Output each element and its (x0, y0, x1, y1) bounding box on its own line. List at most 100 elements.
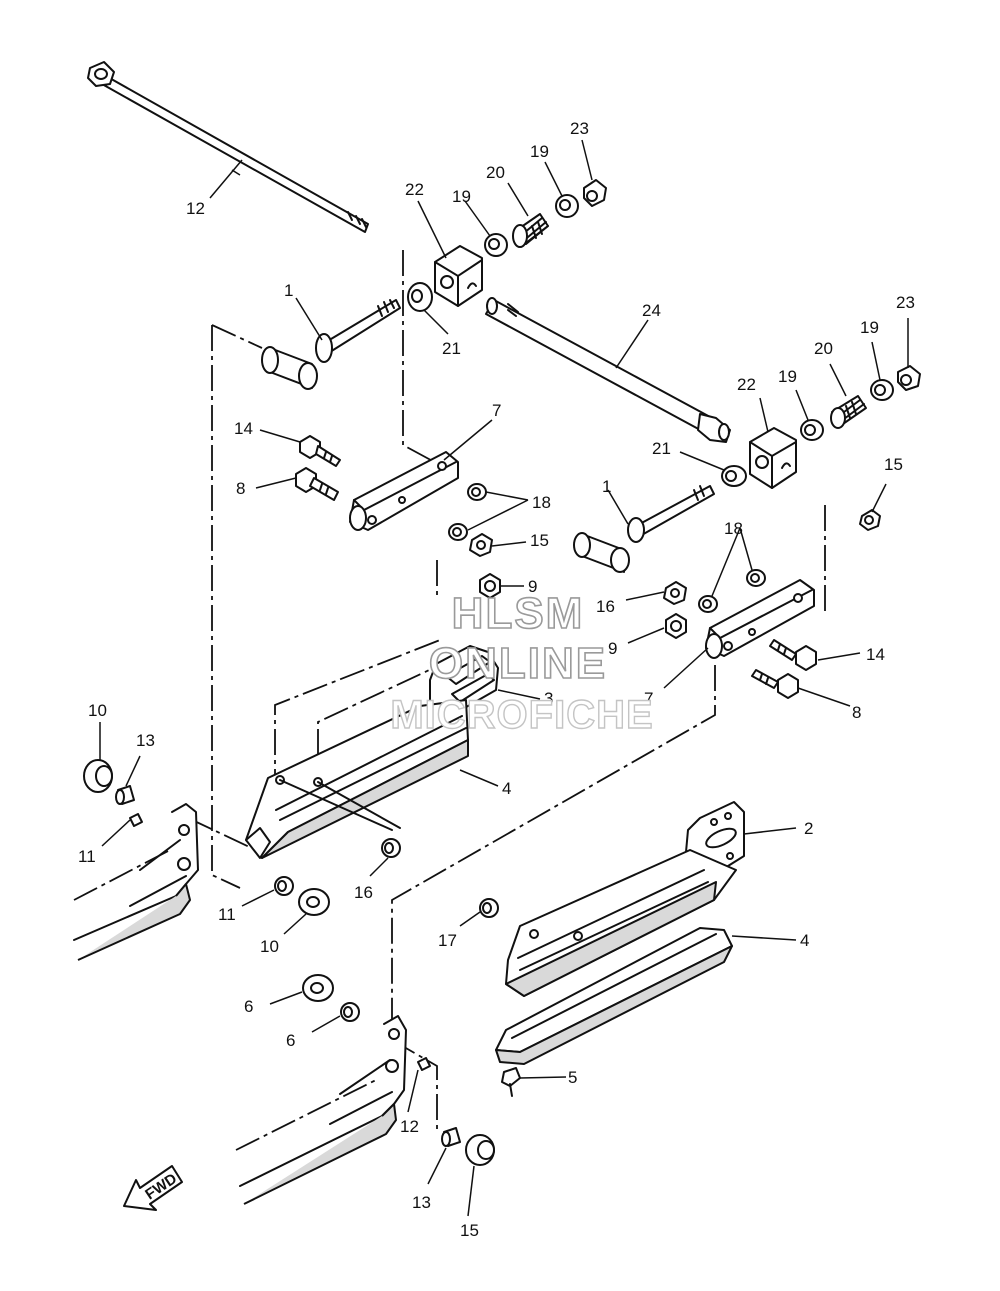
block-22-right (749, 427, 797, 489)
collar-11-right (340, 1002, 360, 1022)
nut-23-upper (583, 179, 607, 207)
link-6-right (705, 579, 815, 659)
callout-18-left: 18 (532, 493, 551, 512)
nut-8-right (665, 613, 687, 639)
rail-4-lower (495, 927, 733, 1065)
block-22-upper (434, 245, 483, 307)
frame-right (235, 1015, 407, 1205)
callout-7-right: 8 (852, 703, 861, 722)
callout-23-right: 23 (896, 293, 915, 312)
callout-21-right: 21 (652, 439, 671, 458)
callout-22-right: 22 (737, 375, 756, 394)
nut-15-right (663, 581, 687, 605)
pin-13-right (441, 1127, 461, 1147)
screw-5 (501, 1067, 521, 1097)
bolt-1-right (573, 485, 715, 573)
callout-10-left: 10 (260, 937, 279, 956)
callout-8-right: 9 (608, 639, 617, 658)
callout-9-right: 15 (460, 1221, 479, 1240)
nut-8-left (479, 573, 501, 599)
bushing-18-right-a (698, 595, 718, 613)
rail-2-body (505, 849, 737, 997)
callout-7-left: 8 (236, 479, 245, 498)
callout-14-left: 14 (234, 419, 253, 438)
shaft-24 (485, 297, 731, 443)
callout-19-right-b: 19 (860, 318, 879, 337)
callout-13-right: 13 (412, 1193, 431, 1212)
link-6-left (349, 451, 459, 531)
collar-16-lower (479, 898, 499, 918)
nut-15-left (469, 533, 493, 557)
bushing-18-left-a (467, 483, 487, 501)
collar-9-right (465, 1134, 495, 1166)
bushing-18-right-b (746, 569, 766, 587)
callout-labels: 12 22 19 20 19 23 21 1 24 22 19 20 19 23… (78, 119, 915, 1240)
callout-8-left: 9 (528, 577, 537, 596)
callout-18-right: 18 (724, 519, 743, 538)
callout-22-upper: 22 (405, 180, 424, 199)
spring-20-upper (512, 213, 549, 248)
callout-6-left: 7 (492, 401, 501, 420)
callout-15-left: 15 (530, 531, 549, 550)
washer-19-upper-b (555, 194, 579, 218)
callout-23-upper: 23 (570, 119, 589, 138)
callout-10-right: 6 (244, 997, 253, 1016)
bolt-7-right (751, 669, 799, 699)
leader-lines (99, 139, 909, 1217)
callout-6-right: 7 (644, 689, 653, 708)
watermark-line-3: MICROFICHE (390, 693, 653, 737)
washer-19-upper-a (484, 233, 508, 257)
collar-16-upper (381, 838, 401, 858)
watermark-line-2: ONLINE (429, 639, 607, 688)
callout-15-right: 16 (596, 597, 615, 616)
callout-16-lower: 17 (438, 931, 457, 950)
callout-21-upper: 21 (442, 339, 461, 358)
bolt-1-left (261, 299, 401, 390)
callout-5: 5 (568, 1068, 577, 1087)
bolt-7-left (295, 467, 339, 501)
callout-2: 2 (804, 819, 813, 838)
callout-4-upper: 4 (502, 779, 511, 798)
bolt-14-right (769, 639, 817, 671)
collar-11-left (274, 876, 294, 896)
callout-17: 12 (186, 199, 205, 218)
washer-19-right-a (800, 419, 824, 441)
nut-23-right (897, 365, 921, 391)
callout-11-right: 6 (286, 1031, 295, 1050)
callout-24: 24 (642, 301, 661, 320)
washer-10-right (302, 974, 334, 1002)
callout-19-upper-b: 19 (530, 142, 549, 161)
collar-21-right (721, 465, 747, 487)
spring-20-right (830, 395, 867, 429)
callout-20-upper: 20 (486, 163, 505, 182)
rail-4-upper (245, 699, 469, 859)
callout-9-left: 10 (88, 701, 107, 720)
washer-19-right-b (870, 379, 894, 401)
washer-10-left (298, 888, 330, 916)
nut-15-right-top (859, 509, 881, 531)
rod-17 (87, 61, 369, 233)
callout-12-left: 11 (78, 847, 96, 866)
callout-14-right: 14 (866, 645, 885, 664)
assembly-guide-lines (187, 250, 826, 1130)
callout-13-left: 13 (136, 731, 155, 750)
bushing-18-left-b (448, 523, 468, 541)
pin-13-left (115, 785, 135, 805)
pin-12-right (417, 1057, 431, 1071)
callout-20-right: 20 (814, 339, 833, 358)
collar-9-left (83, 759, 113, 793)
bolt-14-left (299, 435, 341, 467)
callout-19-right-a: 19 (778, 367, 797, 386)
watermark: HLSM ONLINE MICROFICHE (390, 588, 654, 738)
pin-12-left (129, 813, 143, 827)
collar-21-upper (407, 282, 433, 312)
callout-1-left: 1 (284, 281, 293, 300)
callout-15-right-top: 15 (884, 455, 903, 474)
callout-4-lower: 4 (800, 931, 809, 950)
callout-19-upper-a: 19 (452, 187, 471, 206)
forward-direction-arrow-icon: FWD (123, 1165, 183, 1211)
frame-left (73, 803, 199, 961)
callout-1-right: 1 (602, 477, 611, 496)
callout-3: 3 (544, 689, 553, 708)
